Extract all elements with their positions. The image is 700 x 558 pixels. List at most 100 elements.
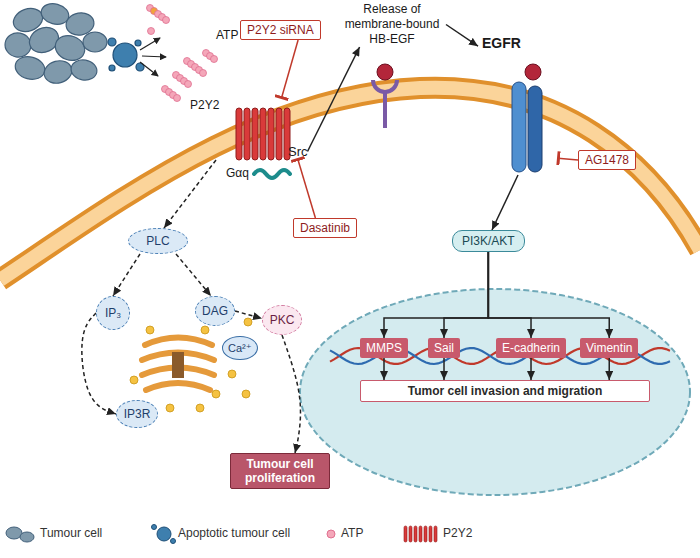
signal-arrow (308, 47, 360, 152)
circle-shape (157, 527, 171, 541)
signal-arrow (164, 160, 216, 228)
ellipse-shape (13, 53, 48, 82)
node-text: Release of membrane-bound HB-EGF (338, 2, 446, 47)
receptor-circle: IP3R (116, 400, 158, 428)
path-shape (145, 338, 212, 346)
receptor-group: EGFR (478, 35, 558, 175)
messenger-circle: DAG (195, 296, 235, 326)
ellipse-shape (3, 31, 33, 59)
process-label: Release of membrane-bound HB-EGF (338, 2, 446, 47)
apoptotic-cell (108, 38, 144, 71)
circle-shape (166, 404, 174, 412)
node-text: P2Y2 siRNA (247, 23, 314, 37)
ellipse-shape (69, 58, 98, 82)
cell-membrane (0, 88, 700, 280)
hb-egf-stem (383, 92, 387, 128)
node-text: P2Y2 (190, 98, 294, 112)
signal-arrow (608, 358, 610, 380)
legend-tumour-icon (6, 527, 34, 542)
messenger-circle: IP₃ (96, 296, 130, 330)
ellipse-shape (20, 532, 34, 542)
circle-shape (152, 525, 157, 530)
node-text: Tumor cell invasion and migration (367, 384, 643, 398)
inhibition-line (298, 159, 316, 218)
inhibitor-box: Dasatinib (293, 218, 357, 238)
node-text: Vimentin (586, 341, 632, 355)
gene-box: Sail (428, 338, 460, 358)
line-shape (140, 62, 158, 76)
signal-arrow (384, 252, 488, 338)
kinase-circle: PKC (262, 305, 302, 335)
rect-shape (236, 108, 242, 160)
rect-shape (260, 108, 266, 160)
src-protein (254, 170, 290, 178)
atp-dot (211, 56, 218, 63)
circle-shape (146, 326, 154, 334)
endoplasmic-reticulum (142, 338, 214, 391)
egfr-receptor (512, 82, 526, 172)
ip3-receptor-channel (172, 352, 184, 378)
gene-box: Vimentin (580, 338, 638, 358)
inhibitor-box: AG1478 (578, 150, 636, 170)
release-arrows (140, 38, 166, 76)
atp-dot (163, 17, 170, 24)
circle-shape (244, 318, 252, 326)
signal-arrow (443, 358, 445, 380)
signal-arrow (530, 358, 532, 380)
kinase-label: Src (288, 144, 308, 159)
rect-shape (268, 108, 274, 160)
atp-dot (200, 70, 207, 77)
node-text: Dasatinib (300, 221, 350, 235)
rect-shape (404, 526, 407, 542)
egfr-receptor (528, 86, 542, 172)
atp-dot (185, 81, 192, 88)
circle-shape (109, 65, 115, 71)
node-text: AG1478 (585, 153, 629, 167)
circle-shape (108, 38, 116, 46)
ion-circle: Ca²⁺ (222, 336, 258, 360)
outcome-box: Tumor cell invasion and migration (360, 380, 650, 402)
line-shape (142, 56, 166, 57)
circle-shape (130, 376, 138, 384)
circle-shape (201, 326, 209, 334)
inhibition-line (558, 158, 578, 160)
rect-shape (276, 108, 282, 160)
gene-box: MMPS (360, 338, 408, 358)
receptor-group: P2Y2 (190, 98, 294, 160)
circle-shape (196, 404, 204, 412)
signal-arrow (282, 335, 300, 453)
line-shape (140, 38, 160, 50)
signal-arrow (492, 175, 518, 230)
path-shape (146, 383, 210, 390)
rect-shape (434, 526, 437, 542)
signal-arrow (235, 311, 262, 319)
legend-apoptotic-icon (152, 525, 176, 544)
circle-shape (113, 43, 137, 67)
p2y2-receptor (236, 108, 290, 160)
atp-dots (147, 5, 218, 102)
node-text: EGFR (482, 35, 558, 51)
signal-arrow (488, 252, 609, 338)
hb-egf-anchor (373, 80, 397, 92)
protein-label: Gαq (226, 166, 249, 180)
ellipse-shape (83, 32, 107, 52)
legend-text: Apoptotic tumour cell (178, 526, 290, 540)
rect-shape (419, 526, 422, 542)
node-text: Sail (434, 341, 454, 355)
node-text: PKC (270, 313, 295, 327)
circle-shape (212, 390, 220, 398)
circle-shape (171, 539, 176, 544)
signal-arrow (113, 254, 140, 296)
node-text: Src (288, 144, 308, 159)
molecule-label: ATP (216, 28, 238, 42)
signal-arrow (488, 252, 531, 338)
node-text: DAG (202, 304, 228, 318)
rect-shape (244, 108, 250, 160)
inhibitor-box: P2Y2 siRNA (240, 20, 321, 40)
legend-text: Tumour cell (40, 526, 102, 540)
circle-shape (135, 40, 141, 46)
circle-shape (242, 390, 250, 398)
rect-shape (252, 108, 258, 160)
legend-text: ATP (341, 526, 363, 540)
